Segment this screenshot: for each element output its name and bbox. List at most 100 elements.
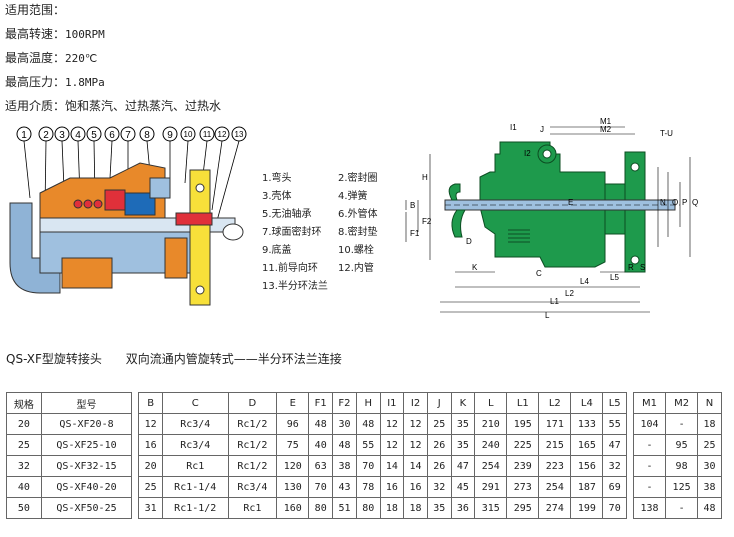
table-cell: 40 [6,476,42,498]
legend-item-3: 3.壳体 [262,191,292,202]
header-F2: F2 [332,392,357,414]
callout-12: 12 [214,126,230,142]
legend-item-4: 4.弹簧 [338,191,368,202]
table-cell: 273 [506,476,540,498]
table-cell: 47 [602,434,628,456]
table-cell: Rc3/4 [162,434,229,456]
table-cell: 70 [602,497,628,519]
table-cell: 274 [538,497,572,519]
table-cell: 80 [355,497,381,519]
table-cell: 12 [138,413,163,435]
dim-L1: L1 [550,297,559,306]
table-cell: 35 [450,413,476,435]
legend-item-11: 11.前导向环 [262,263,318,274]
dim-H: H [422,173,428,182]
header-L5: L5 [602,392,628,414]
table-cell: 75 [276,434,310,456]
table-cell: 225 [506,434,540,456]
svg-text:4: 4 [75,130,81,141]
dim-J: J [540,125,544,134]
table-cell: 156 [570,455,604,477]
table-cell: 70 [355,455,381,477]
table-cell: 26 [426,455,452,477]
table-cell: - [633,455,667,477]
header-M1: M1 [633,392,667,414]
dim-C: C [536,269,542,278]
table-cell: 51 [332,497,357,519]
table-cell: 48 [332,434,357,456]
legend-item-8: 8.密封垫 [338,227,378,238]
table-gap [131,392,140,414]
dim-S: S [640,263,645,272]
dim-M1: M1 [600,117,612,126]
table-cell: 43 [332,476,357,498]
table-cell: QS-XF25-10 [40,434,133,456]
table-cell: 18 [403,497,428,519]
table-cell: 25 [138,476,163,498]
callout-1: 1 [16,126,32,142]
table-cell: 199 [570,497,604,519]
callout-10: 10 [180,126,196,142]
table-cell: Rc1/2 [227,455,278,477]
svg-text:5: 5 [91,130,97,141]
dim-I1: I1 [510,123,517,132]
table-cell: 12 [379,434,405,456]
legend-item-2: 2.密封圈 [338,173,378,184]
header-N: N [697,392,722,414]
table-gap [626,455,635,477]
header-I2: I2 [403,392,428,414]
table-cell: 78 [355,476,381,498]
dim-K: K [472,263,478,272]
table-cell: 40 [308,434,334,456]
header-J: J [426,392,452,414]
header-spec: 规格 [6,392,42,414]
cutaway-diagram: 1 2 3 4 5 6 7 8 9 10 11 12 13 [9,126,247,306]
table-gap [131,476,140,498]
svg-text:2: 2 [43,130,49,141]
header-C: C [162,392,229,414]
table-gap [131,455,140,477]
spec-max-pressure: 最高压力：1.8MPa [5,75,105,89]
header-M2: M2 [665,392,699,414]
table-cell: Rc1-1/4 [162,476,229,498]
dim-B: B [410,201,415,210]
callout-6: 6 [104,126,120,142]
callout-5: 5 [86,126,102,142]
callout-2: 2 [38,126,54,142]
table-cell: 48 [308,413,334,435]
table-cell: 50 [6,497,42,519]
table-cell: 16 [138,434,163,456]
dim-I2: I2 [524,149,531,158]
product-connection-type: 双向流通内管旋转式——半分环法兰连接 [125,352,342,366]
header-B: B [138,392,163,414]
table-cell: 55 [602,413,628,435]
table-cell: 104 [633,413,667,435]
table-cell: QS-XF32-15 [40,455,133,477]
table-cell: 20 [6,413,42,435]
table-cell: 18 [379,497,405,519]
dim-F1: F1 [410,229,420,238]
callout-11: 11 [199,126,215,142]
header-L: L [474,392,508,414]
table-cell: 125 [665,476,699,498]
callout-3: 3 [54,126,70,142]
table-cell: 254 [538,476,572,498]
dim-T-U: T-U [660,129,673,138]
table-cell: 45 [450,476,476,498]
table-cell: 295 [506,497,540,519]
table-cell: Rc1/2 [227,413,278,435]
spec-max-temperature: 最高温度：220℃ [5,51,98,65]
table-cell: 130 [276,476,310,498]
table-cell: 12 [403,413,428,435]
table-cell: 35 [450,434,476,456]
svg-text:1: 1 [21,130,27,141]
dim-L5: L5 [610,273,619,282]
svg-text:3: 3 [59,130,65,141]
table-cell: Rc1-1/2 [162,497,229,519]
spec-medium: 适用介质：饱和蒸汽、过热蒸汽、过热水 [5,99,222,113]
